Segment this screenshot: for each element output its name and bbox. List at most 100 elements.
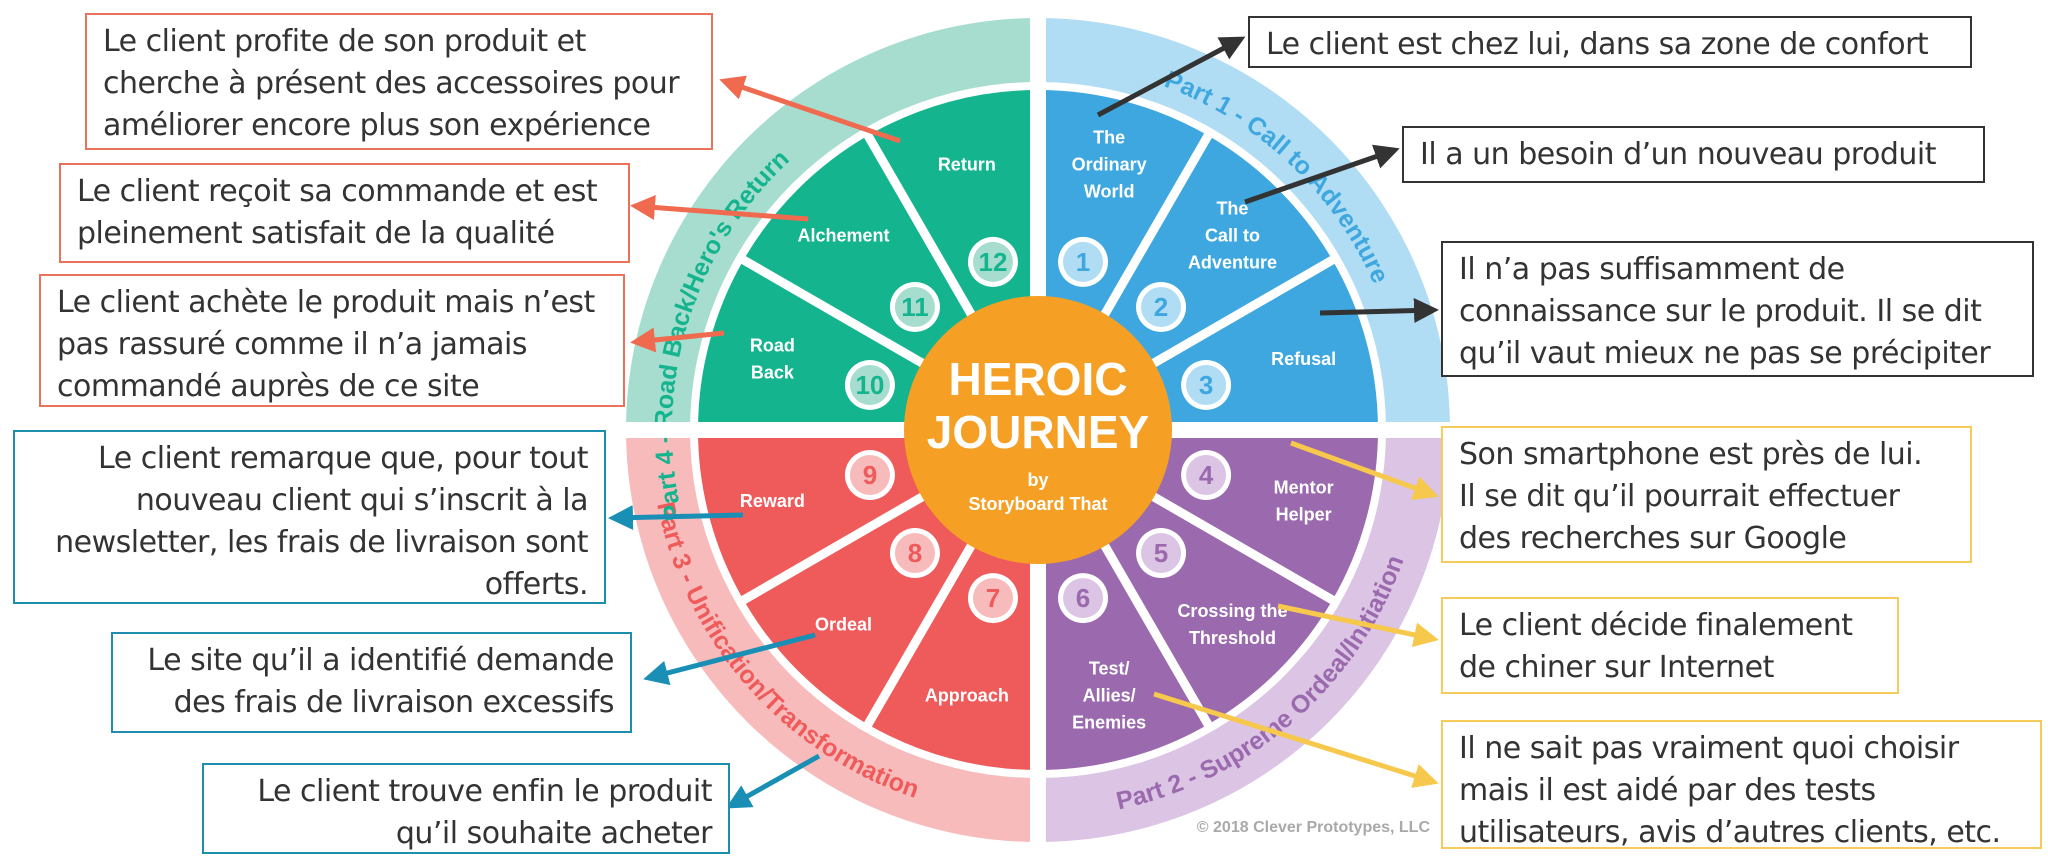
stage-number-badge: 7 — [967, 573, 1018, 624]
stage-number: 11 — [901, 292, 929, 322]
callout-text-line: pleinement satisfait de la qualité — [77, 216, 555, 251]
arrow-stage-8 — [643, 632, 816, 686]
stage-number-badge: 11 — [889, 281, 940, 332]
title-heroic: HEROIC — [949, 353, 1128, 405]
callout-text-line: Le client trouve enfin le produit — [257, 774, 712, 809]
stage-label-line: Adventure — [1188, 253, 1277, 273]
callout-stage-3: Il n’a pas suffisamment de connaissance s… — [1441, 241, 2034, 377]
stage-label: Alchement — [798, 226, 890, 246]
stage-label: Approach — [925, 686, 1009, 706]
callout-text-line: newsletter, les frais de livraison sont — [55, 525, 588, 560]
stage-label-line: World — [1084, 181, 1135, 201]
stage-number-badge: 12 — [967, 236, 1018, 287]
stage-number: 1 — [1076, 247, 1090, 277]
stage-number-badge: 9 — [844, 450, 895, 501]
arrow-stage-10 — [630, 327, 725, 353]
callout-text-line: mais il est aidé par des tests — [1459, 773, 1876, 808]
stage-label: Reward — [740, 491, 805, 511]
callout-text-line: Le client remarque que, pour tout — [98, 441, 588, 476]
stage-label-line: Approach — [925, 686, 1009, 706]
arrow-stage-11 — [630, 195, 809, 222]
stage-number-badge: 8 — [889, 528, 940, 579]
callout-stage-12: Le client profite de son produit et cherc… — [85, 13, 713, 150]
stage-number-badge: 1 — [1058, 236, 1109, 287]
stage-number: 9 — [863, 460, 877, 490]
stage-label-line: Mentor — [1274, 478, 1334, 498]
stage-number-badge: 2 — [1136, 281, 1187, 332]
stage-label: Return — [938, 154, 996, 174]
callout-text-line: Son smartphone est près de lui. — [1459, 437, 1923, 472]
stage-label-line: Helper — [1276, 505, 1332, 525]
arrow-stage-12 — [719, 75, 901, 144]
callout-text-line: Il ne sait pas vraiment quoi choisir — [1459, 731, 1959, 766]
callout-stage-2: Il a un besoin d’un nouveau produit — [1402, 126, 1985, 183]
stage-label-line: Threshold — [1189, 628, 1276, 648]
brand-name: Storyboard That — [968, 494, 1107, 514]
part-1-ring — [1038, 18, 1450, 430]
part-4-ring — [626, 18, 1038, 430]
center-circle — [904, 296, 1172, 564]
callout-text-line: qu’il vaut mieux ne pas se précipiter — [1459, 336, 1991, 371]
title-by: by — [1027, 470, 1048, 490]
arrow-stage-9 — [608, 505, 744, 531]
arrow-stage-3 — [1319, 298, 1439, 324]
stage-number-badge: 10 — [844, 359, 895, 410]
arrow-stage-7 — [725, 753, 821, 809]
callout-text-line: cherche à présent des accessoires pour — [103, 66, 680, 101]
stage-number: 3 — [1199, 370, 1213, 400]
copyright: © 2018 Clever Prototypes, LLC — [1197, 819, 1431, 836]
stage-label-line: The — [1216, 199, 1248, 219]
title-journey: JOURNEY — [927, 406, 1149, 458]
callout-text-line: de chiner sur Internet — [1459, 650, 1774, 685]
arrow-stage-6 — [1153, 691, 1439, 788]
stage-number: 8 — [908, 538, 922, 568]
callout-text-line: commandé auprès de ce site — [57, 369, 480, 404]
stage-number: 10 — [855, 370, 884, 400]
callout-text-line: qu’il souhaite acheter — [395, 816, 713, 851]
stage-label: Refusal — [1271, 349, 1336, 369]
stage-label-line: Back — [751, 362, 795, 382]
callout-text-line: Le client profite de son produit et — [103, 24, 586, 59]
stage-label-line: Ordinary — [1072, 154, 1147, 174]
stage-label-line: Alchement — [798, 226, 890, 246]
callout-stage-10: Le client achète le produit mais n’est pa… — [39, 274, 625, 407]
stage-number: 6 — [1076, 583, 1090, 613]
callout-stage-4: Son smartphone est près de lui.Il se dit… — [1441, 426, 1972, 563]
callout-text-line: Il n’a pas suffisamment de — [1459, 252, 1845, 287]
stage-number: 5 — [1154, 538, 1168, 568]
stage-label-line: Call to — [1205, 226, 1260, 246]
callout-text-line: offerts. — [484, 567, 589, 602]
arrow-stage-1 — [1096, 36, 1246, 118]
arrow-stage-4 — [1290, 440, 1439, 500]
center-badge: HEROIC JOURNEY by Storyboard That — [904, 296, 1172, 564]
stage-label: Test/Allies/Enemies — [1072, 659, 1146, 733]
stage-number: 4 — [1199, 460, 1214, 490]
callout-text-line: pas rassuré comme il n’a jamais — [57, 327, 528, 362]
callout-text-line: connaissance sur le produit. Il se dit — [1459, 294, 1982, 329]
part-2-ring — [1038, 430, 1450, 842]
stage-number: 2 — [1154, 292, 1168, 322]
callout-text-line: utilisateurs, avis d’autres clients, etc… — [1459, 815, 2001, 850]
arrow-stage-5 — [1277, 603, 1439, 648]
stage-label-line: The — [1093, 127, 1125, 147]
callout-text-line: Le client achète le produit mais n’est — [57, 285, 595, 320]
callout-stage-11: Le client reçoit sa commande et est plein… — [59, 163, 630, 263]
part-3-ring — [626, 430, 1038, 842]
callout-text-line: des recherches sur Google — [1459, 521, 1847, 556]
callout-text-line: Il a un besoin d’un nouveau produit — [1420, 137, 1936, 172]
callout-text-line: nouveau client qui s’inscrit à la — [135, 483, 589, 518]
callout-arrows — [608, 36, 1439, 809]
stage-label-line: Allies/ — [1083, 686, 1136, 706]
stage-number-badge: 6 — [1058, 573, 1109, 624]
stage-label: Ordeal — [815, 614, 872, 634]
stage-label-line: Return — [938, 154, 996, 174]
callout-stage-7: Le client trouve enfin le produit qu’il s… — [202, 763, 730, 854]
callout-text-line: Le client reçoit sa commande et est — [77, 174, 598, 209]
callout-stage-6: Il ne sait pas vraiment quoi choisir mais… — [1441, 720, 2042, 850]
